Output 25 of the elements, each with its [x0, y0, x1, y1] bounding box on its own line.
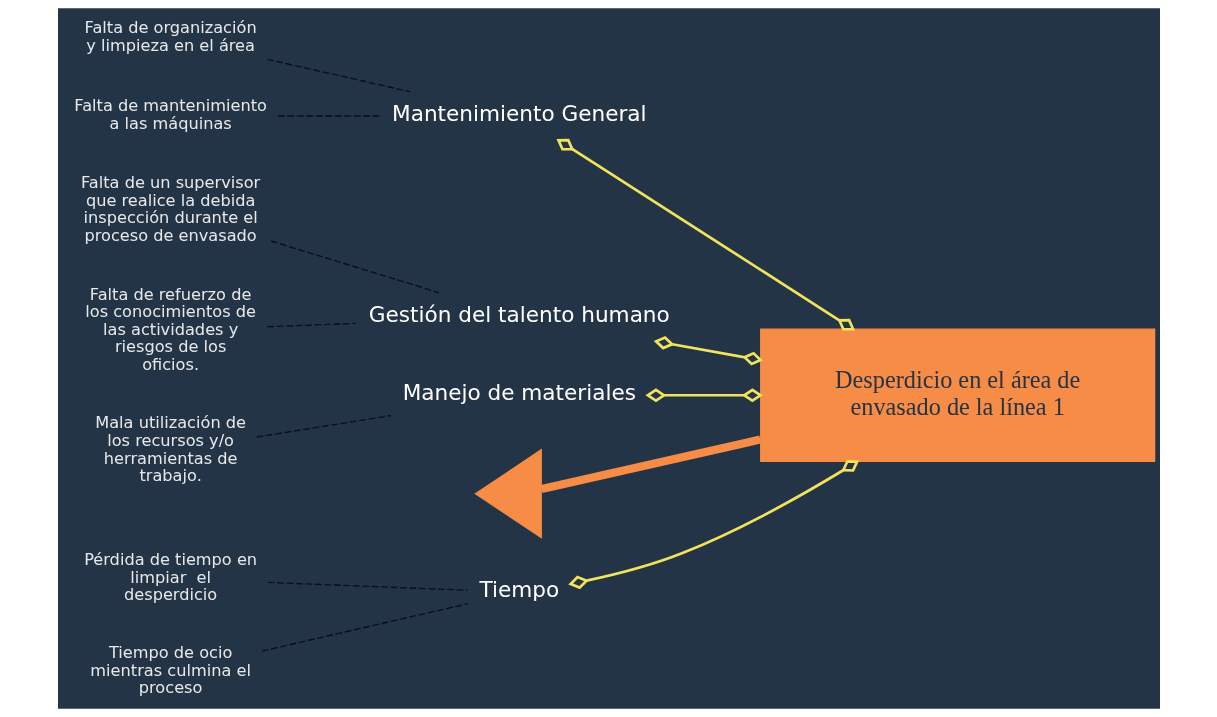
node-text: Falta de organización y limpieza en el área: [84, 18, 257, 55]
node-text: Mala utilización de los recursos y/o herramientas de trabajo.: [94, 413, 246, 486]
node-text: Falta de mantenimiento a las máquinas: [73, 96, 267, 133]
connector: [266, 322, 356, 328]
node-text: Gestión del talento humano: [368, 302, 670, 328]
connector: [644, 388, 763, 403]
node-text: Tiempo: [478, 577, 559, 603]
node-text: Manejo de materiales: [402, 380, 636, 406]
connector: [540, 435, 761, 493]
node-text: Pérdida de tiempo en limpiar el desperdicio: [83, 550, 257, 605]
connector: [556, 138, 855, 331]
node-box: Desperdicio en el área de envasado de la línea 1: [759, 328, 1155, 463]
connector: [653, 335, 763, 366]
node-triangle: [473, 448, 542, 539]
connector: [255, 414, 392, 438]
node-text: Falta de un supervisor que realice la debida inspección durante el proceso de envasado: [80, 173, 260, 245]
node-text: Tiempo de ocio mientras culmina el proceso: [89, 643, 251, 698]
connector: [266, 58, 411, 93]
node-text: Falta de refuerzo de los conocimientos de las actividades y riesgos de los oficios.: [84, 284, 256, 374]
connector: [260, 603, 469, 652]
connector: [269, 240, 440, 294]
connector: [567, 459, 859, 590]
node-text: Mantenimiento General: [391, 101, 647, 127]
connector: [276, 115, 381, 117]
connector: [266, 581, 468, 591]
